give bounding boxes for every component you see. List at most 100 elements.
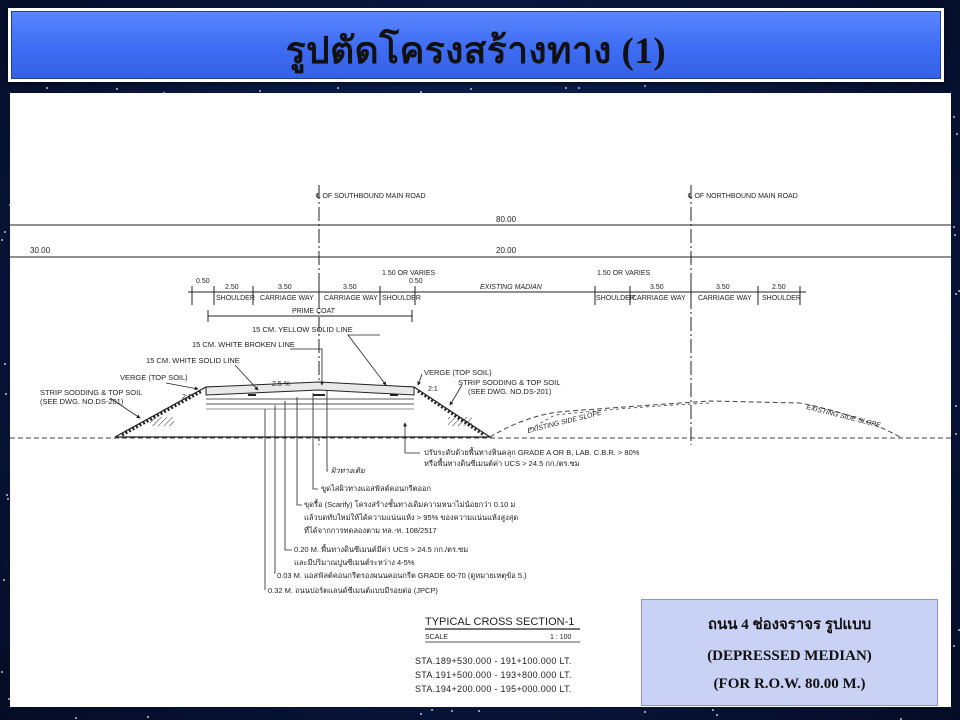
white-solid-leader (234, 364, 259, 391)
star-dot (953, 644, 956, 647)
note-scarify-1: ขุดรื้อ (Scarify) โครงสร้างชั้นทางเดิมคว… (304, 499, 515, 509)
note-subgrade-2: หรือพื้นทางดินซีเมนต์ค่า UCS > 24.5 กก./… (424, 458, 580, 468)
lane-label-4: SHOULDER (382, 295, 421, 302)
crossfall-label: 2.5 % (272, 381, 290, 388)
lane-label-1: SHOULDER (216, 295, 255, 302)
note-soil-cement-1: 0.20 M. พื้นทางดินซีเมนต์มีค่า UCS > 24.… (294, 544, 468, 554)
star-dot (258, 90, 261, 93)
lane-width-1: 2.50 (225, 284, 239, 291)
star-dot (6, 497, 9, 500)
sodding-right (417, 389, 485, 437)
pavement-layer-top (205, 381, 415, 396)
lane-label-3: CARRIAGE WAY (324, 295, 378, 302)
star-dot (577, 87, 580, 90)
lane-width-0: 0.50 (196, 278, 210, 285)
summary-line-1: ถนน 4 ช่องจราจร รูปแบบ (707, 616, 872, 633)
southbound-centerline-label: ℄ OF SOUTHBOUND MAIN ROAD (315, 193, 426, 200)
star-dot (957, 290, 960, 292)
existing-side-slope-label-2: EXISTING SIDE SLOPE (806, 404, 882, 429)
note-remove-ac: ขูดไสผิวทางแอสฟัลต์คอนกรีตออก (321, 484, 431, 493)
star-dot (5, 392, 8, 395)
star-dot (420, 90, 423, 93)
lane-label-2: CARRIAGE WAY (260, 295, 314, 302)
lane-right-width-1: 3.50 (650, 284, 664, 291)
star-dot (957, 629, 960, 632)
lane-dimension-ticks (191, 286, 801, 305)
note-scarify-3: ที่ได้จากการทดลองตาม ทล.-ท. 108/2517 (304, 525, 437, 535)
star-dot (1, 238, 4, 241)
star-dot (643, 85, 646, 88)
lane-right-label-2: CARRIAGE WAY (698, 295, 752, 302)
slide-title: รูปตัดโครงสร้างทาง (1) (285, 31, 667, 72)
star-dot (6, 494, 9, 497)
drainage-block-right (448, 417, 472, 426)
road-embankment (114, 386, 493, 438)
star-dot (115, 87, 118, 90)
lane-width-5: 0.50 (409, 278, 423, 285)
slope-ratio-right: 2:1 (428, 386, 438, 393)
callout-verge-right: VERGE (TOP SOIL) (424, 368, 492, 377)
lane-right-width-2: 3.50 (716, 284, 730, 291)
note-subgrade-1: ปรับระดับด้วยพื้นทางหินคลุก GRADE A OR B… (424, 447, 640, 457)
existing-median-slope (489, 400, 901, 438)
star-dot (955, 293, 958, 296)
star-dot (899, 717, 902, 720)
drainage-block-left (150, 417, 174, 426)
median-width-dimension: 20.00 (496, 246, 517, 255)
star-dot (643, 710, 646, 713)
note-soil-cement-2: และมีปริมาณปูนซีเมนต์ระหว่าง 4-5% (294, 558, 415, 567)
prime-coat-label: PRIME COAT (292, 308, 336, 315)
star-dot (419, 712, 422, 715)
callout-strip-right-2: (SEE DWG. NO.DS-201) (468, 387, 552, 396)
star-dot (431, 708, 434, 711)
star-dot (954, 405, 957, 408)
lane-width-3: 3.50 (343, 284, 357, 291)
existing-side-slope-label-1: EXISTING SIDE SLOPE (527, 410, 603, 435)
verge-left-leader (165, 382, 199, 391)
note-existing-surface: ผิวทางเดิม (331, 466, 366, 475)
road-type-summary-box: ถนน 4 ช่องจราจร รูปแบบ (DEPRESSED MEDIAN… (641, 599, 938, 706)
lane-right-width-0: 1.50 OR VARIES (597, 270, 651, 277)
callout-strip-left-2: (SEE DWG. NO.DS-201) (40, 397, 124, 406)
star-dot (8, 203, 11, 206)
cross-section-svg: ℄ OF SOUTHBOUND MAIN ROAD ℄ OF NORTHBOUN… (10, 185, 951, 694)
row-total-dimension: 80.00 (496, 215, 517, 224)
star-dot (163, 91, 166, 94)
section-title: TYPICAL CROSS SECTION-1 (425, 616, 574, 628)
callout-white-solid: 15 CM. WHITE SOLID LINE (146, 356, 240, 365)
station-range-1: STA.189+530.000 - 191+100.000 LT. (415, 656, 572, 666)
section-scale-label: SCALE (425, 634, 448, 641)
star-dot (477, 710, 480, 713)
note-jpcp: 0.32 M. ถนนปอร์ตแลนด์ซีเมนต์แบบมีรอยต่อ … (268, 586, 438, 595)
callout-strip-left-1: STRIP SODDING & TOP SOIL (40, 388, 142, 397)
note-scarify-2: แล้วบดทับใหม่ให้ได้ความแน่นแห้ง > 95% ขอ… (304, 513, 518, 522)
callout-white-broken: 15 CM. WHITE BROKEN LINE (192, 340, 295, 349)
star-dot (4, 231, 6, 234)
star-dot (7, 697, 10, 700)
star-dot (953, 234, 956, 237)
row-half-dimension: 30.00 (30, 246, 51, 255)
verge-right-leader (417, 373, 423, 386)
callout-strip-right-1: STRIP SODDING & TOP SOIL (458, 378, 560, 387)
median-label: EXISTING MADIAN (480, 284, 543, 291)
lane-right-label-0: SHOULDER (596, 295, 635, 302)
subgrade-note-leader (403, 422, 420, 454)
star-dot (715, 714, 718, 717)
section-scale-value: 1 : 100 (550, 634, 572, 641)
lane-right-label-3: SHOULDER (762, 295, 801, 302)
slide-title-bar: รูปตัดโครงสร้างทาง (1) (8, 8, 944, 82)
star-dot (2, 579, 5, 582)
callout-yellow-line: 15 CM. YELLOW SOLID LINE (252, 325, 353, 334)
star-dot (336, 86, 339, 89)
callout-verge-left: VERGE (TOP SOIL) (120, 373, 188, 382)
northbound-centerline-label: ℄ OF NORTHBOUND MAIN ROAD (687, 193, 798, 200)
station-range-3: STA.194+200.000 - 195+000.000 LT. (415, 684, 572, 694)
star-dot (0, 671, 3, 674)
star-dot (954, 432, 957, 435)
lane-right-label-1: CARRIAGE WAY (632, 295, 686, 302)
station-range-2: STA.191+500.000 - 193+800.000 LT. (415, 670, 572, 680)
star-dot (953, 115, 956, 118)
star-dot (147, 715, 150, 718)
yellow-line-leader (347, 334, 387, 386)
lane-width-2: 3.50 (278, 284, 292, 291)
